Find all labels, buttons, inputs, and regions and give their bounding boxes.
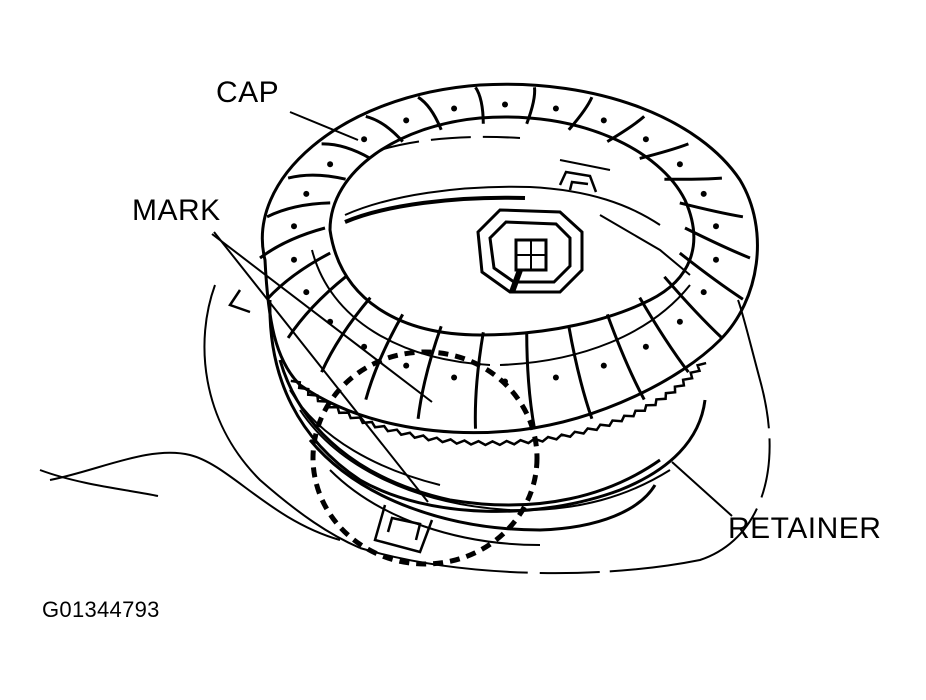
cap-dot [700, 289, 707, 296]
cap-rib [663, 275, 723, 339]
cap-rib [525, 332, 536, 429]
alignment-mark-circle [310, 349, 540, 567]
cap-dot [291, 223, 297, 230]
cap-dot [713, 223, 719, 230]
mark-leader-lower [213, 231, 429, 503]
cap-dot [642, 136, 649, 143]
cap-rib [474, 86, 485, 124]
cap-rib [567, 325, 594, 420]
cap-leader [289, 111, 359, 141]
retainer-leader [671, 461, 733, 517]
cap-dot [451, 105, 458, 112]
cap-rib [679, 201, 744, 219]
cap-dot [600, 362, 607, 369]
figure-code: G01344793 [42, 597, 160, 622]
retainer-ring [268, 299, 707, 546]
surface-outline [39, 284, 771, 575]
label-mark: MARK [132, 194, 221, 227]
cap-dot [700, 190, 707, 197]
serration-teeth [290, 361, 707, 447]
serrated-rim [290, 361, 707, 447]
cap-rib [664, 176, 723, 181]
cap-rib [567, 96, 594, 131]
mark-leader-upper [211, 233, 433, 403]
cap-dot [403, 117, 410, 124]
cap-rib [606, 115, 646, 143]
cap-dot [403, 362, 410, 369]
cap-rib [365, 114, 404, 143]
cap-dot [502, 101, 508, 108]
cap-rib [473, 331, 485, 429]
cap-rib [638, 296, 690, 374]
cap-rib [639, 142, 689, 160]
cap-inner-rim [344, 135, 691, 276]
cap-clip [558, 170, 598, 193]
center-connector [476, 208, 584, 294]
cap-rib [684, 226, 751, 260]
cap-dot [552, 374, 559, 381]
cap-dot [303, 190, 310, 197]
cap-rib [320, 296, 372, 373]
cap-dot [642, 343, 649, 350]
cap-rib [266, 201, 331, 219]
cap-dot [676, 318, 683, 325]
cap-rib [416, 325, 443, 419]
cap-rib [259, 226, 326, 260]
cap-dot [552, 105, 559, 112]
leader-lines [211, 111, 733, 517]
label-cap: CAP [216, 76, 279, 109]
cap-dot [361, 136, 368, 143]
cap-dot [676, 161, 683, 168]
cap-rib [417, 95, 443, 131]
cap-rib [287, 173, 346, 181]
cap-dot [291, 256, 297, 263]
cap-rib [266, 251, 331, 301]
cap-rib [525, 87, 537, 125]
cap-dot [600, 117, 607, 124]
cap-dot [327, 161, 334, 168]
cap-dot [303, 289, 310, 296]
cap-dot [713, 256, 719, 263]
label-retainer: RETAINER [728, 512, 881, 545]
cap-rib [678, 251, 744, 301]
cap-dot [451, 374, 458, 381]
cap-rib [605, 313, 646, 401]
retainer-tab [373, 504, 434, 554]
cap-rib [321, 142, 372, 160]
mark-notch [228, 289, 251, 314]
cap-ribs [259, 86, 751, 429]
